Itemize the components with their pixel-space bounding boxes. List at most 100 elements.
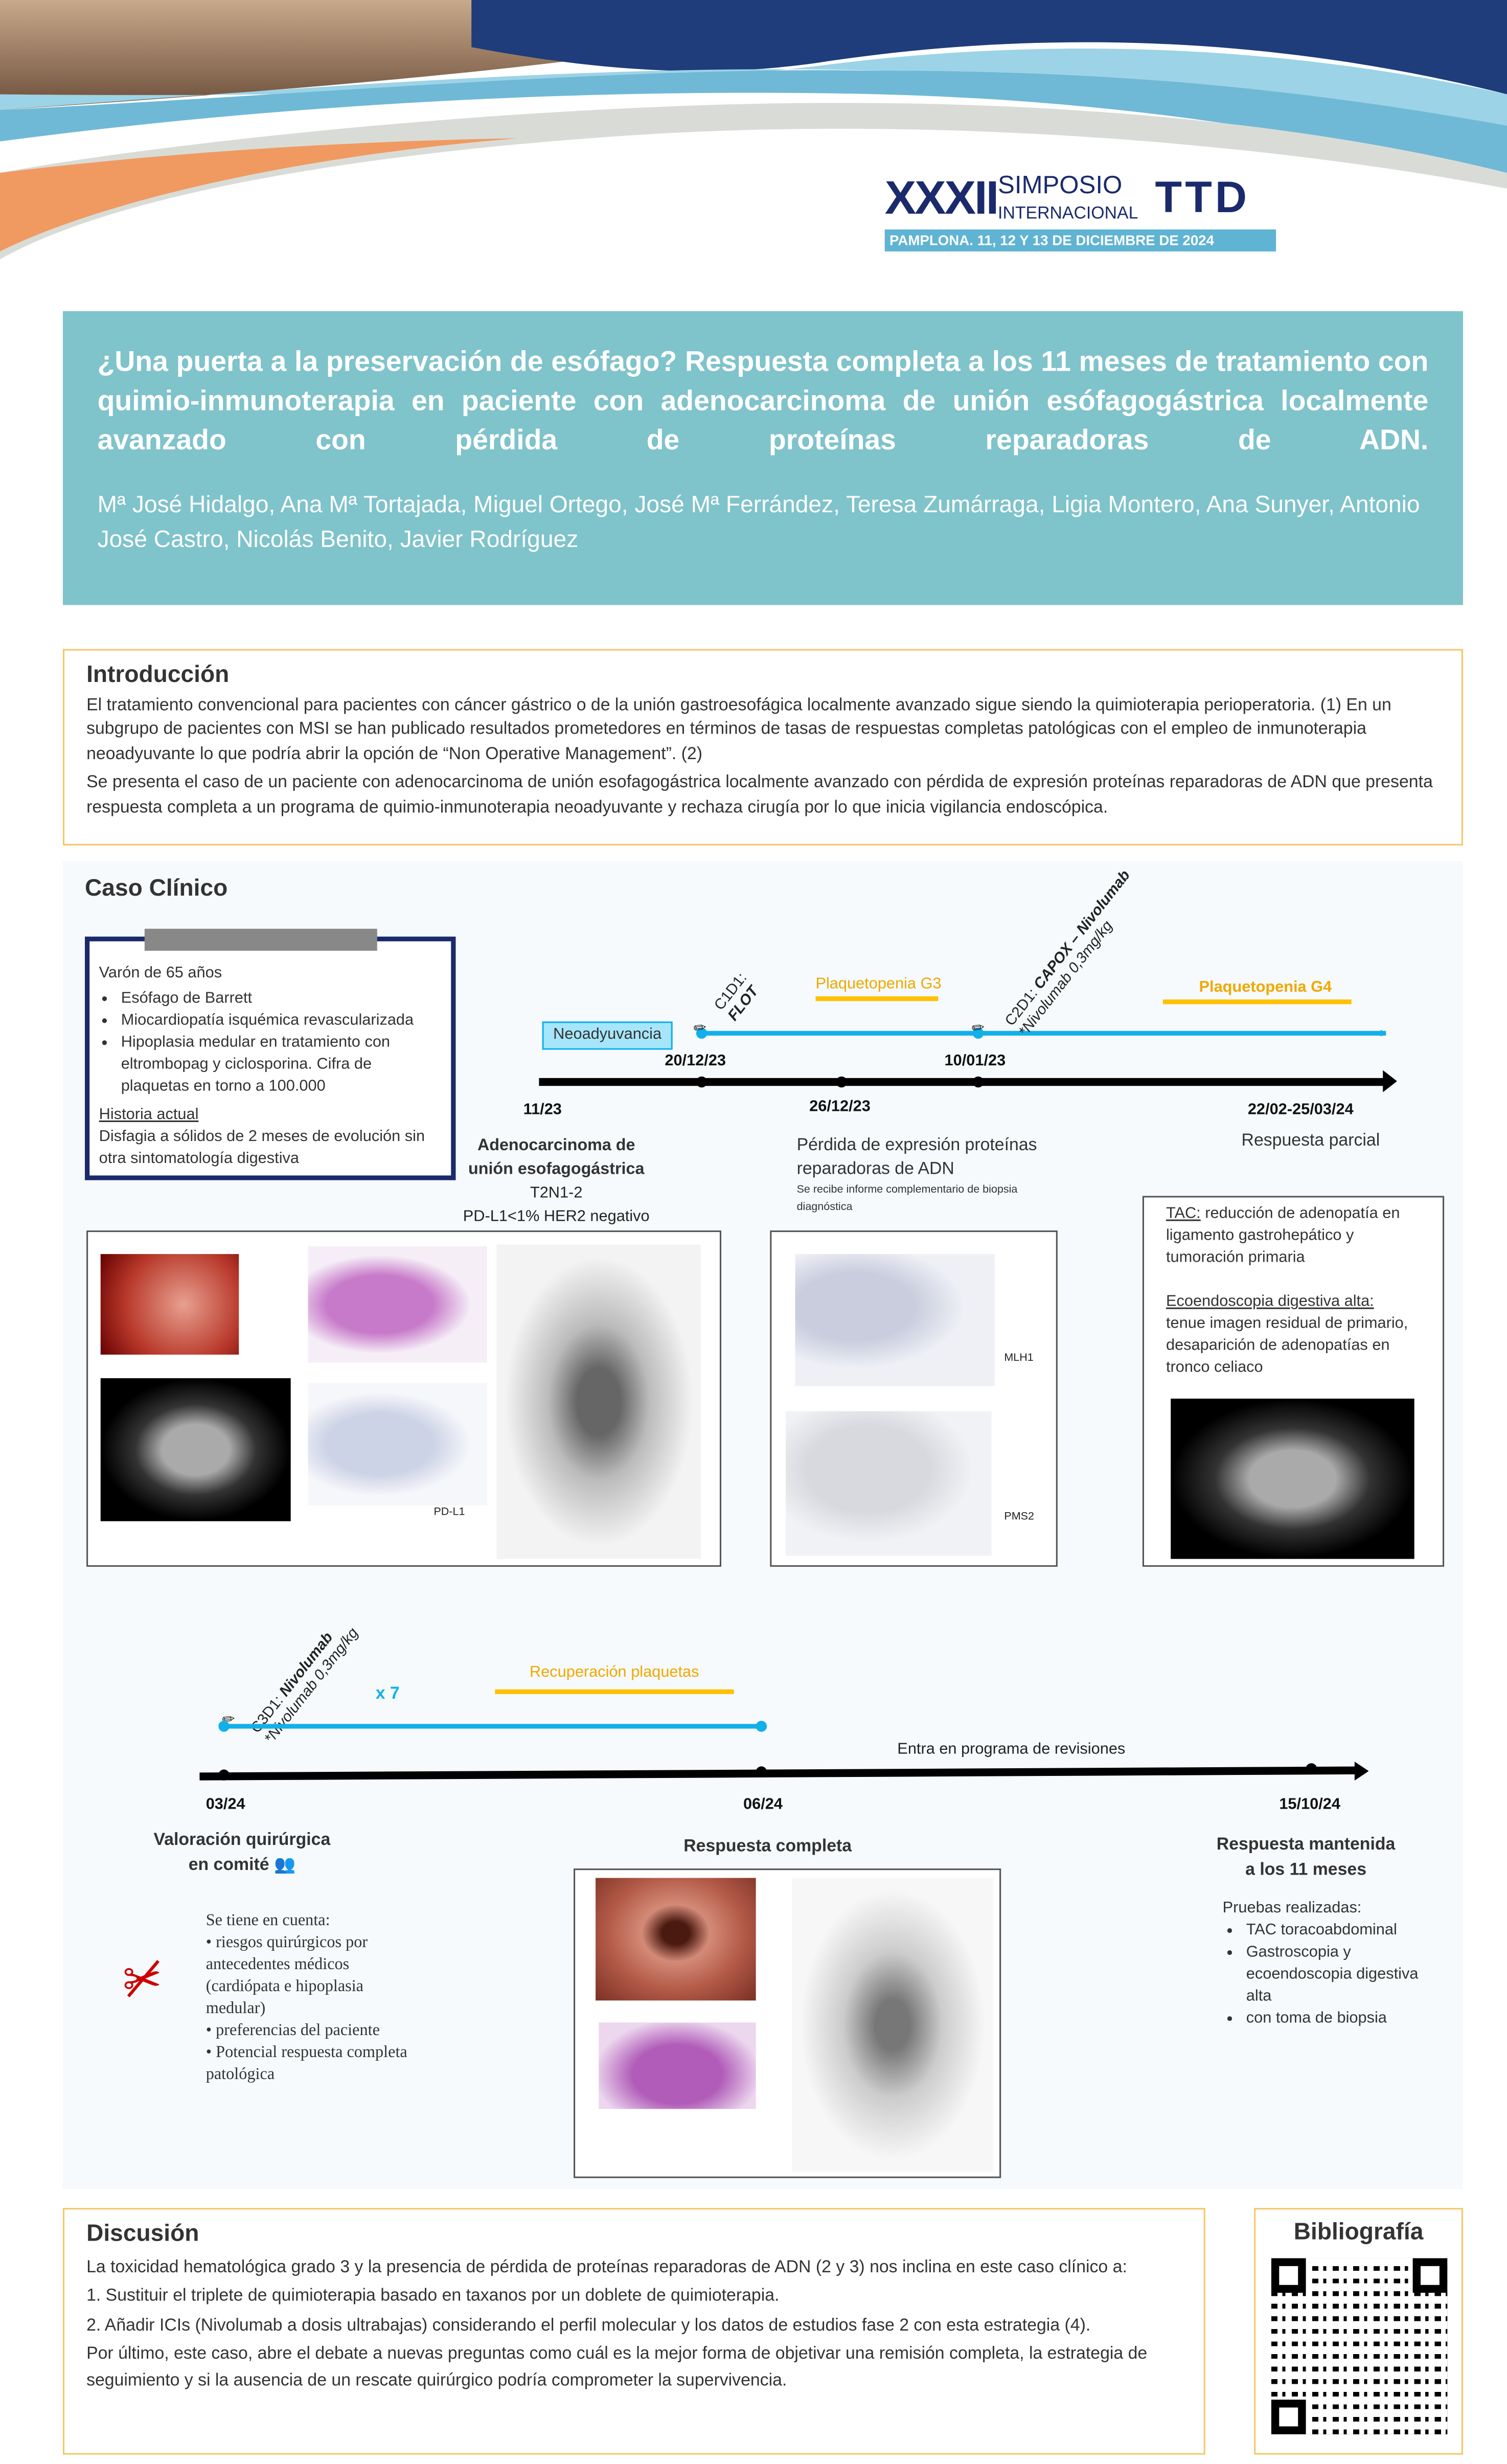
pet-image [792, 1878, 993, 2172]
discussion-paragraph: 1. Sustituir el triplete de quimioterapi… [86, 2286, 780, 2306]
logo-ttd: TTD [1155, 173, 1250, 222]
eval-title: Valoración quirúrgica [153, 1831, 331, 1850]
partial-response-title: Respuesta parcial [1241, 1131, 1380, 1151]
cycles-count: x 7 [375, 1684, 400, 1704]
diagnosis-images: PD-L1 [86, 1230, 722, 1567]
treatment-line [701, 1031, 1386, 1036]
eval-title: en comité [188, 1856, 269, 1875]
g3-bar [815, 996, 939, 1001]
logo-simposio: SIMPOSIO [998, 173, 1123, 200]
people-icon: 👥 [273, 1856, 296, 1875]
sustained-response: Respuesta mantenida a los 11 meses [1210, 1832, 1402, 1882]
introduction-section: Introducción El tratamiento convencional… [62, 649, 1463, 846]
discussion-paragraph: 2. Añadir ICIs (Nivolumab a dosis ultrab… [86, 2315, 1091, 2335]
arrow-head: › [1380, 1024, 1385, 1042]
discussion-paragraph: Por último, este caso, abre el debate a … [86, 2344, 1148, 2390]
test-item: Gastroscopia y ecoendoscopia digestiva a… [1246, 1943, 1435, 2009]
follow-up-label: Entra en programa de revisiones [897, 1741, 1126, 1759]
bibliography-heading: Bibliografía [1293, 2219, 1424, 2246]
no-surgery-icon: ✂̸ [122, 1955, 163, 2007]
tac-text: reducción de adenopatía en ligamento gas… [1166, 1205, 1400, 1267]
test-item: con toma de biopsia [1246, 2009, 1435, 2030]
consideration-item: preferencias del paciente [216, 2022, 380, 2040]
surgical-evaluation: Valoración quirúrgica en comité 👥 [142, 1828, 342, 1878]
pet-image [496, 1244, 701, 1559]
cycle-dot [756, 1721, 767, 1732]
recovery-bar [495, 1689, 734, 1694]
date-label: 15/10/24 [1279, 1796, 1341, 1814]
cycle-dot [218, 1721, 230, 1732]
mlh1-label: MLH1 [1004, 1353, 1034, 1364]
header-banner [0, 0, 1507, 260]
diagnosis-title: Adenocarcinoma de unión esofagogástrica [468, 1136, 645, 1179]
timeline-arrow [1383, 1070, 1397, 1092]
city-wave-graphic [0, 0, 1507, 260]
title-block: ¿Una puerta a la preservación de esófago… [62, 311, 1463, 605]
discussion-heading: Discusión [86, 2220, 199, 2247]
biomarkers: PD-L1<1% HER2 negativo [463, 1208, 650, 1226]
date-label: 20/12/23 [665, 1053, 726, 1070]
ct-image [1171, 1398, 1414, 1559]
date-label: 26/12/23 [809, 1098, 871, 1116]
tests-intro: Pruebas realizadas: [1222, 1900, 1362, 1918]
history-item: Esófago de Barrett [121, 989, 442, 1011]
current-history: Disfagia a sólidos de 2 meses de evoluci… [99, 1128, 425, 1168]
considerations: Se tiene en cuenta: • riesgos quirúrgico… [206, 1911, 418, 2087]
sustained-title: Respuesta mantenida [1216, 1835, 1396, 1855]
mmr-images: MLH1 PMS2 [770, 1230, 1058, 1567]
patient-title: Varón de 65 años [99, 965, 222, 983]
date-label: 06/24 [743, 1796, 783, 1814]
sustained-title: a los 11 meses [1245, 1860, 1367, 1880]
intro-paragraph: El tratamiento convencional para pacient… [86, 695, 1391, 763]
logo-dates: PAMPLONA. 11, 12 Y 13 DE DICIEMBRE DE 20… [884, 229, 1276, 252]
cycle-dot [972, 1028, 984, 1039]
eco-label: Ecoendoscopia digestiva alta: [1166, 1293, 1374, 1311]
pms2-image [786, 1411, 992, 1556]
timeline-dot [696, 1076, 707, 1088]
diagnosis-event: Adenocarcinoma de unión esofagogástrica … [455, 1135, 656, 1229]
main-timeline [539, 1078, 1388, 1086]
pdl1-label: PD-L1 [433, 1507, 465, 1518]
logo-internacional: INTERNACIONAL [998, 204, 1138, 223]
current-history-label: Historia actual [99, 1106, 199, 1124]
tests-list: Pruebas realizadas: TAC toracoabdominal … [1223, 1899, 1435, 2030]
timeline-dot [836, 1076, 847, 1088]
date-label: 10/01/23 [944, 1053, 1006, 1070]
qr-code[interactable] [1270, 2258, 1447, 2434]
complete-response-images [574, 1868, 1001, 2178]
recovery-label: Recuperación plaquetas [529, 1664, 699, 1682]
date-label: 03/24 [206, 1796, 245, 1814]
symposium-logo: XXXII SIMPOSIO INTERNACIONAL TTD PAMPLON… [884, 173, 1278, 255]
g4-label: Plaquetopenia G4 [1199, 979, 1332, 996]
intro-paragraph: Se presenta el caso de un paciente con a… [86, 773, 1433, 816]
timeline-dot [218, 1769, 230, 1781]
timeline-arrow [1354, 1762, 1369, 1781]
date-label: 22/02-25/03/24 [1247, 1101, 1354, 1119]
bibliography-section: Bibliografía [1254, 2208, 1463, 2455]
timeline-dot [972, 1076, 984, 1088]
authors: Mª José Hidalgo, Ana Mª Tortajada, Migue… [97, 492, 1420, 554]
timeline-dot [1306, 1763, 1317, 1774]
test-item: TAC toracoabdominal [1246, 1921, 1435, 1943]
mmr-title: Pérdida de expresión proteínas reparador… [796, 1136, 1037, 1179]
mmr-event: Pérdida de expresión proteínas reparador… [797, 1135, 1064, 1217]
pdl1-image [308, 1383, 487, 1505]
redaction-bar [144, 928, 377, 951]
endoscopy-image [100, 1254, 239, 1355]
discussion-section: Discusión La toxicidad hematológica grad… [62, 2208, 1205, 2455]
case-heading: Caso Clínico [85, 875, 228, 902]
endoscopy-image [596, 1878, 756, 2001]
patient-card: Varón de 65 años Esófago de Barrett Mioc… [85, 937, 456, 1180]
nivolumab-line [223, 1724, 761, 1729]
neoadjuvant-label: Neoadyuvancia [542, 1021, 673, 1050]
history-item: Miocardiopatía isquémica revascularizada [121, 1011, 442, 1033]
complete-response-title: Respuesta completa [683, 1837, 852, 1856]
tac-label: TAC: [1166, 1205, 1201, 1223]
consideration-item: riesgos quirúrgicos por antecedentes méd… [206, 1934, 368, 2018]
date-label: 11/23 [523, 1101, 562, 1119]
history-item: Hipoplasia medular en tratamiento con el… [121, 1033, 442, 1099]
timeline-dot [756, 1766, 767, 1777]
g3-label: Plaquetopenia G3 [815, 976, 942, 993]
mlh1-image [795, 1254, 995, 1386]
